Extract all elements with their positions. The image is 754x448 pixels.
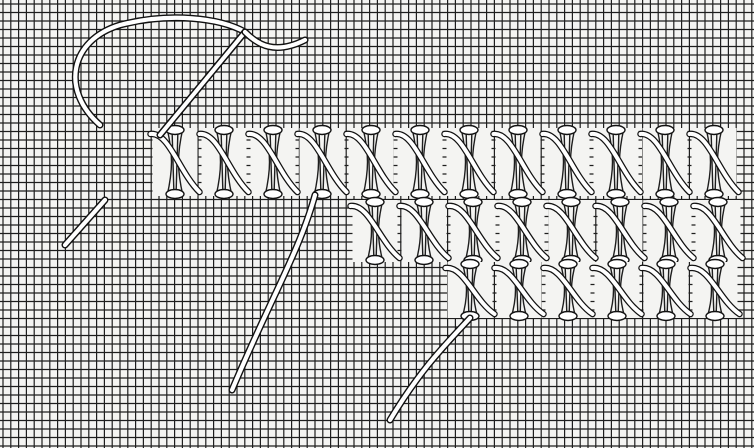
row3-knot [510, 260, 528, 269]
row1-knot [166, 190, 184, 199]
row3-knot [461, 260, 479, 269]
row2-knot [415, 198, 433, 207]
row1-knot [509, 126, 527, 135]
row1-knot [460, 126, 478, 135]
row1-knot [313, 126, 331, 135]
row2-knot [366, 256, 384, 265]
row3-knot [657, 260, 675, 269]
row3-knot [559, 312, 577, 321]
row3-knot [608, 260, 626, 269]
row3-knot [608, 312, 626, 321]
row1-knot [705, 126, 723, 135]
row2-knot [562, 198, 580, 207]
row2-knot [611, 198, 629, 207]
row1-knot [558, 126, 576, 135]
row2-knot [709, 198, 727, 207]
row1-knot [264, 126, 282, 135]
row3-knot [706, 260, 724, 269]
row1-knot [656, 126, 674, 135]
row2-knot [513, 198, 531, 207]
row3-knot [510, 312, 528, 321]
row1-knot [411, 126, 429, 135]
row3-knot [559, 260, 577, 269]
row3-knot [706, 312, 724, 321]
row2-knot [464, 198, 482, 207]
row1-knot [607, 126, 625, 135]
row1-knot [264, 190, 282, 199]
row2-knot [415, 256, 433, 265]
row2-knot [366, 198, 384, 207]
row2-knot [660, 198, 678, 207]
row1-knot [215, 190, 233, 199]
row1-knot [362, 126, 380, 135]
row3-knot [657, 312, 675, 321]
row1-knot [215, 126, 233, 135]
